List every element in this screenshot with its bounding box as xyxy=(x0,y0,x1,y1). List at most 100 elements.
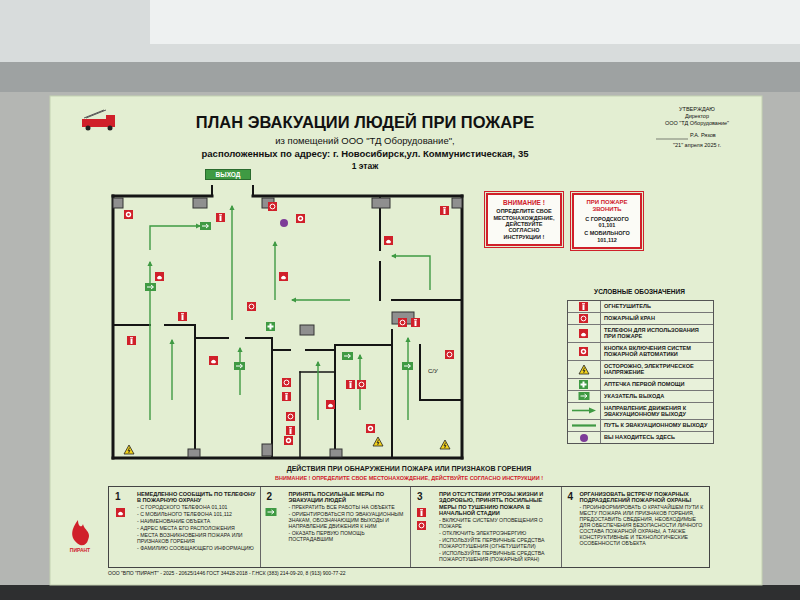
legend-sample xyxy=(570,364,598,375)
ext-icon xyxy=(286,426,295,435)
ext-icon xyxy=(178,312,187,321)
ext-part xyxy=(182,315,184,320)
step-item: - ИСПОЛЬЗУЙТЕ ПЕРВИЧНЫЕ СРЕДСТВА ПОЖАРОТ… xyxy=(439,551,557,563)
wall xyxy=(165,324,195,326)
building-column xyxy=(262,444,272,456)
legend-text: АПТЕЧКА ПЕРВОЙ ПОМОЩИ xyxy=(601,379,713,390)
hyd-part xyxy=(419,523,424,528)
hyd-part xyxy=(286,412,295,421)
logo-flame xyxy=(72,520,89,545)
ext-icon xyxy=(411,318,420,327)
step-number: 4 xyxy=(568,491,574,503)
wall xyxy=(272,349,290,351)
legend-swatch xyxy=(580,434,588,442)
exit-part xyxy=(581,394,588,398)
subtitle: из помещений ООО "ТД Оборудование", xyxy=(170,136,560,147)
wall xyxy=(306,349,335,351)
floor xyxy=(0,585,800,600)
step-item: - АДРЕС МЕСТА ЕГО РАСПОЛОЖЕНИЯ xyxy=(137,526,256,532)
haz-part xyxy=(124,445,134,454)
truck-body xyxy=(82,119,106,127)
step-number: 1 xyxy=(115,491,121,503)
building-column xyxy=(300,325,314,335)
path-icon xyxy=(572,425,596,426)
exit-part xyxy=(268,510,275,514)
phone-part xyxy=(116,508,125,517)
legend-sample-cell xyxy=(568,325,601,342)
legend-text: УКАЗАТЕЛЬ ВЫХОДА xyxy=(601,391,713,402)
ext-part xyxy=(420,509,423,510)
ext-part xyxy=(178,312,187,321)
footer-imprint: ООО "ВПО "ПИРАНТ" - 2025 - 20625/1446 ГО… xyxy=(108,571,710,577)
legend-text: ОСТОРОЖНО, ЭЛЕКТРИЧЕСКОЕ НАПРЯЖЕНИЕ xyxy=(601,361,713,378)
legend-sample-cell xyxy=(568,391,601,402)
ext-icon xyxy=(346,380,355,389)
ext-part xyxy=(583,305,585,310)
hyd-part xyxy=(270,204,275,209)
wall xyxy=(194,325,196,458)
wall xyxy=(379,262,381,300)
ext-part xyxy=(220,216,222,221)
hyd-part xyxy=(282,378,291,387)
approval-date: "21" апреля 2025 г. xyxy=(652,142,742,148)
btn-part xyxy=(287,439,289,441)
exit-part xyxy=(266,508,277,516)
box-heading: ВЫХОД xyxy=(208,171,248,178)
phone-icon xyxy=(209,356,218,365)
building-column xyxy=(452,198,462,208)
hyd-icon xyxy=(417,521,426,530)
btn-part xyxy=(368,426,373,431)
building-column xyxy=(113,198,123,208)
legend-sample-cell xyxy=(568,420,601,431)
path-part xyxy=(572,425,596,427)
ext-icon xyxy=(282,392,291,401)
hyd-part xyxy=(359,382,364,387)
aid-part xyxy=(581,383,587,385)
step-item: - С МОБИЛЬНОГО ТЕЛЕФОНА 101,112 xyxy=(137,512,256,518)
exit-sign: ВЫХОД xyxy=(205,169,251,180)
haz-part xyxy=(583,367,585,372)
ext-part xyxy=(411,318,420,327)
hyd-icon xyxy=(445,350,454,359)
exit-part xyxy=(147,285,154,289)
legend-text: ПУТЬ К ЭВАКУАЦИОННОМУ ВЫХОДУ xyxy=(601,420,713,431)
exit-part xyxy=(404,364,411,368)
building-column xyxy=(188,449,200,457)
evacuation-arrow xyxy=(292,299,350,300)
hyd-icon xyxy=(268,202,277,211)
legend-sample-cell xyxy=(568,343,601,360)
phone-part xyxy=(384,236,393,245)
legend-text: ПОЖАРНЫЙ КРАН xyxy=(601,313,713,324)
box-text: ОПРЕДЕЛИТЕ СВОЕ МЕСТОНАХОЖДЕНИЕ, ДЕЙСТВУ… xyxy=(491,208,557,240)
step-item: - ИСПОЛЬЗУЙТЕ ПЕРВИЧНЫЕ СРЕДСТВА ПОЖАРОТ… xyxy=(439,538,557,550)
ext-icon xyxy=(127,336,136,345)
step-item: - ОРИЕНТИРОВАТЬСЯ ПО ЭВАКУАЦИОННЫМ ЗНАКА… xyxy=(289,512,407,530)
panel-heading: ДЕЙСТВИЯ ПРИ ОБНАРУЖЕНИИ ПОЖАРА ИЛИ ПРИЗ… xyxy=(109,465,709,473)
phone-part xyxy=(581,333,586,336)
evacuation-arrow xyxy=(317,362,318,420)
fire-truck-icon xyxy=(82,110,115,131)
legend-row: ПУТЬ К ЭВАКУАЦИОННОМУ ВЫХОДУ xyxy=(568,419,713,431)
hyd-part xyxy=(445,350,454,359)
instruction-column: 4ОРГАНИЗОВАТЬ ВСТРЕЧУ ПОЖАРНЫХ ПОДРАЗДЕЛ… xyxy=(561,487,712,567)
room-label: С/У xyxy=(428,368,458,375)
ext-part xyxy=(346,380,355,389)
hyd-part xyxy=(249,304,254,309)
ext-part xyxy=(127,336,136,345)
window-frame xyxy=(0,0,800,62)
exit-icon xyxy=(145,283,156,291)
approval-text: УТВЕРЖДАЮ xyxy=(652,106,742,112)
ext-part xyxy=(415,321,417,326)
legend-row: НАПРАВЛЕНИЕ ДВИЖЕНИЯ К ЭВАКУАЦИОННОМУ ВЫ… xyxy=(568,402,713,420)
hyd-part xyxy=(398,318,407,327)
btn-part xyxy=(581,349,586,354)
phone-part xyxy=(386,240,391,243)
haz-part xyxy=(444,443,446,448)
plate xyxy=(50,96,762,585)
phone-icon xyxy=(279,272,288,281)
hyd-icon xyxy=(398,318,407,327)
wall xyxy=(246,337,272,339)
aid-part xyxy=(266,322,275,331)
ext-icon xyxy=(440,206,449,215)
phone-part xyxy=(326,400,335,409)
